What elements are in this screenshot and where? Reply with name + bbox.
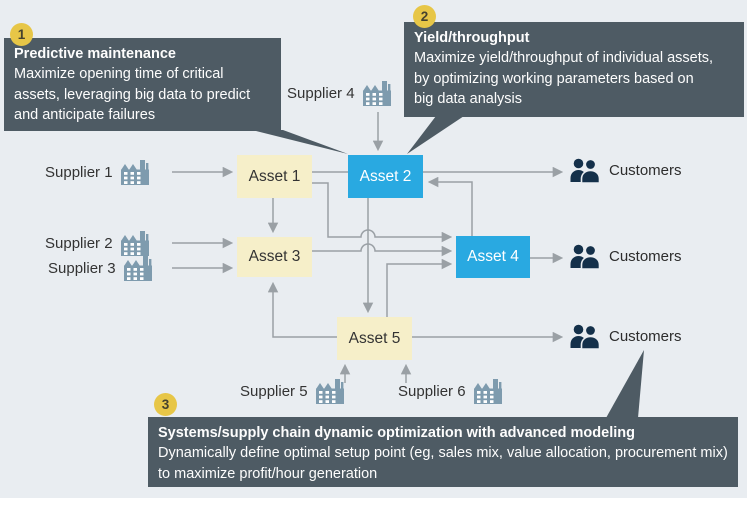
callout-3-number: 3 — [161, 397, 170, 412]
callout-2-number-badge: 2 — [413, 5, 436, 28]
customers-top-label: Customers — [609, 162, 682, 179]
node-asset-4: Asset 4 — [456, 236, 530, 278]
supplier-1: Supplier 1 — [45, 159, 150, 185]
callout-3-body: Dynamically define optimal setup point (… — [158, 445, 728, 482]
customers-icon — [570, 158, 601, 183]
customers-icon — [570, 244, 601, 269]
customers-middle-label: Customers — [609, 248, 682, 265]
supplier-2: Supplier 2 — [45, 230, 150, 256]
asset-5-label: Asset 5 — [348, 329, 401, 347]
asset-4-label: Asset 4 — [467, 248, 519, 265]
customers-icon — [570, 324, 601, 349]
customers-middle: Customers — [570, 244, 682, 269]
factory-icon — [473, 379, 502, 404]
callout-pointer-tails — [252, 116, 644, 418]
callout-3-number-badge: 3 — [154, 393, 177, 416]
supplier-4: Supplier 4 — [287, 80, 392, 106]
customers-top: Customers — [570, 158, 682, 183]
factory-icon — [362, 81, 391, 106]
callout-2-title: Yield/throughput — [414, 30, 530, 46]
asset-3-label: Asset 3 — [248, 248, 301, 265]
supplier-3: Supplier 3 — [48, 255, 153, 281]
callout-1-body: Maximize opening time of critical assets… — [14, 66, 251, 124]
supplier-2-label: Supplier 2 — [45, 234, 113, 252]
callout-1-predictive-maintenance: Predictive maintenance Maximize opening … — [4, 38, 281, 131]
callout-2-number: 2 — [420, 9, 429, 24]
supplier-5-label: Supplier 5 — [240, 382, 308, 400]
supplier-6: Supplier 6 — [398, 378, 503, 404]
node-asset-3: Asset 3 — [237, 237, 312, 277]
supplier-1-label: Supplier 1 — [45, 163, 113, 181]
customers-bottom: Customers — [570, 324, 682, 349]
supplier-5: Supplier 5 — [240, 378, 345, 404]
callout-1-title: Predictive maintenance — [14, 46, 176, 62]
callout-3-supply-chain-optimization: Systems/supply chain dynamic optimizatio… — [148, 417, 738, 487]
callout-2-yield-throughput: Yield/throughput Maximize yield/throughp… — [404, 22, 744, 117]
asset-2-label: Asset 2 — [359, 167, 412, 185]
node-asset-1: Asset 1 — [237, 155, 312, 198]
asset-1-label: Asset 1 — [248, 167, 301, 185]
customers-bottom-label: Customers — [609, 328, 682, 345]
factory-icon — [123, 256, 152, 281]
node-asset-2: Asset 2 — [348, 155, 423, 198]
supplier-3-label: Supplier 3 — [48, 259, 116, 277]
callout-1-number: 1 — [17, 27, 26, 42]
supplier-4-label: Supplier 4 — [287, 84, 355, 102]
callout-3-title: Systems/supply chain dynamic optimizatio… — [158, 425, 635, 441]
factory-icon — [120, 160, 149, 185]
callout-2-body: Maximize yield/throughput of individual … — [414, 50, 714, 108]
factory-icon — [120, 231, 149, 256]
callout-1-number-badge: 1 — [10, 23, 33, 46]
supplier-6-label: Supplier 6 — [398, 382, 466, 400]
factory-icon — [315, 379, 344, 404]
node-asset-5: Asset 5 — [337, 317, 412, 360]
